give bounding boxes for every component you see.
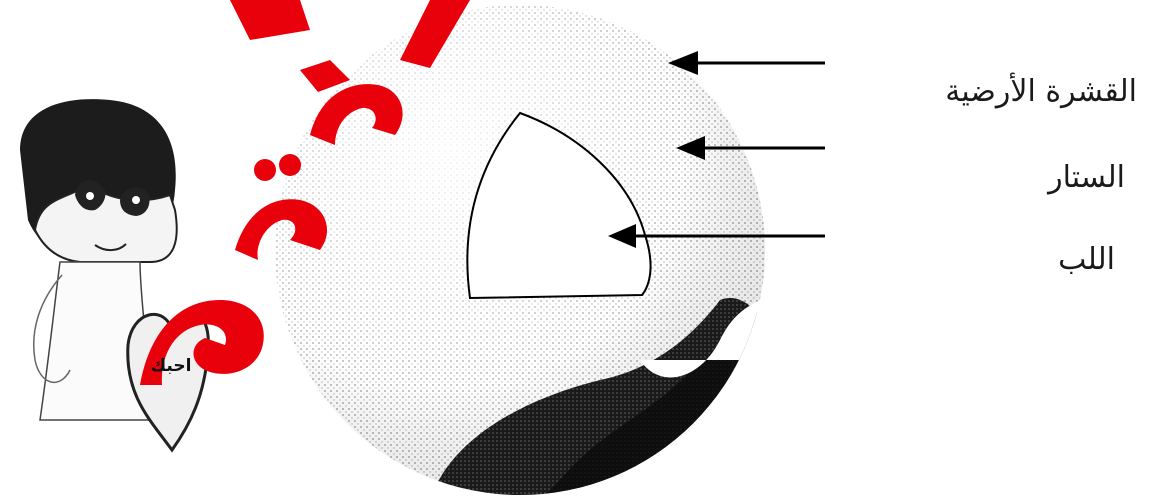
mantle-label: الستار xyxy=(1048,160,1125,195)
mantle-arrow xyxy=(676,136,825,160)
crust-arrow xyxy=(668,51,825,75)
core-label: اللب xyxy=(1058,242,1115,277)
crust-label: القشرة الأرضية xyxy=(945,74,1137,109)
heart-text: احبك xyxy=(140,356,202,376)
